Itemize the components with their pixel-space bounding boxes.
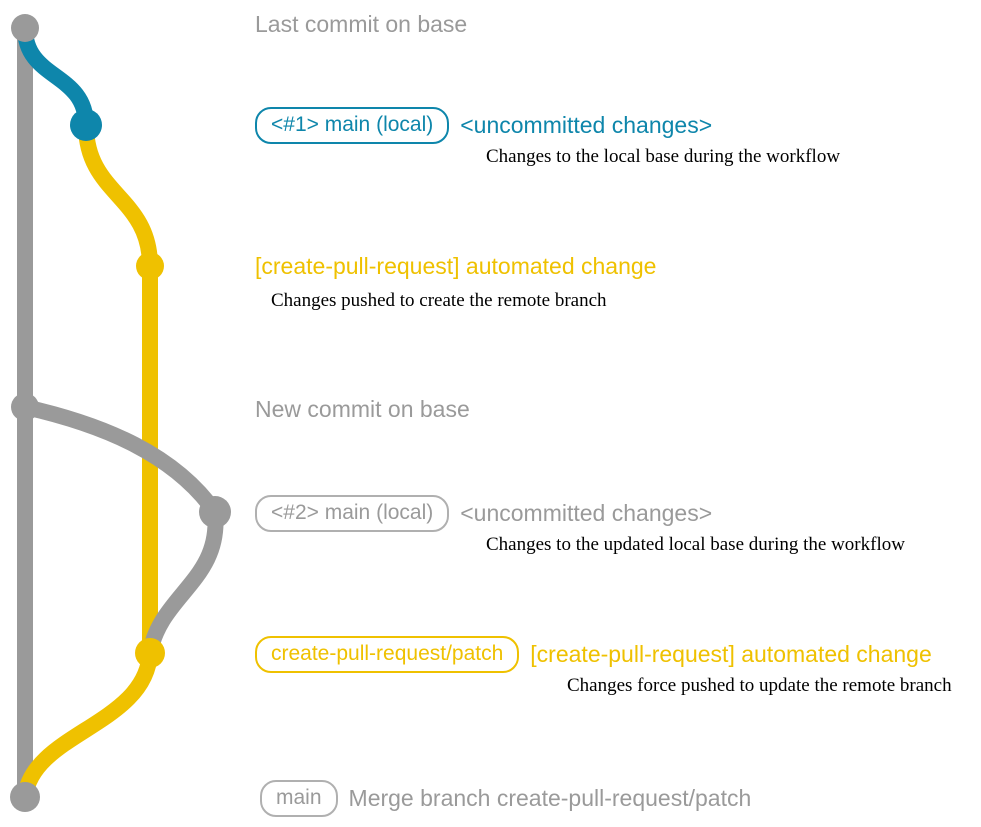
branch-pill-create-pull-request-patch[interactable]: create-pull-request/patch [255,636,520,673]
commit-headline: <uncommitted changes> [460,500,713,526]
commit-node-base-merge [10,782,40,812]
commit-node-base-last [11,14,39,42]
commit-headline: Last commit on base [255,11,468,37]
branch-pill-main[interactable]: main [260,780,338,817]
commit-subtext: Changes to the local base during the wor… [486,146,841,167]
row-last-commit-on-base: Last commit on base [255,13,467,36]
commit-node-base-new [11,393,39,421]
row-local-uncommitted-2: <#2> main (local) <uncommitted changes> [255,495,712,532]
edge-basenew-to-local2 [17,399,223,520]
row-automated-change-1: [create-pull-request] automated change [255,255,656,278]
commit-subtext: Changes pushed to create the remote bran… [271,290,607,311]
commit-headline: [create-pull-request] automated change [530,641,932,667]
row-new-commit-on-base: New commit on base [255,398,470,421]
commit-subtext: Changes to the updated local base during… [486,534,905,555]
row-automated-change-2: create-pull-request/patch [create-pull-r… [255,636,932,673]
row-local-uncommitted-1: <#1> main (local) <uncommitted changes> [255,107,712,144]
commit-headline: New commit on base [255,396,470,422]
commit-node-patch-1 [136,252,164,280]
row-merge-commit: main Merge branch create-pull-request/pa… [260,780,751,817]
edge-base-to-local1 [17,20,94,133]
edge-local2-to-patch2 [142,504,224,661]
commit-node-local-2 [199,496,231,528]
commit-headline: [create-pull-request] automated change [255,253,657,279]
branch-pill-main-local-2[interactable]: <#2> main (local) [255,495,450,532]
commit-subtext: Changes force pushed to update the remot… [567,675,952,696]
branch-pill-main-local-1[interactable]: <#1> main (local) [255,107,450,144]
edge-local1-to-patch1 [78,117,158,274]
commit-headline: <uncommitted changes> [460,112,713,138]
commit-node-local-1 [70,109,102,141]
edge-patch2-to-merge [17,645,158,805]
commit-headline: Merge branch create-pull-request/patch [348,785,752,811]
commit-node-patch-2 [135,638,165,668]
